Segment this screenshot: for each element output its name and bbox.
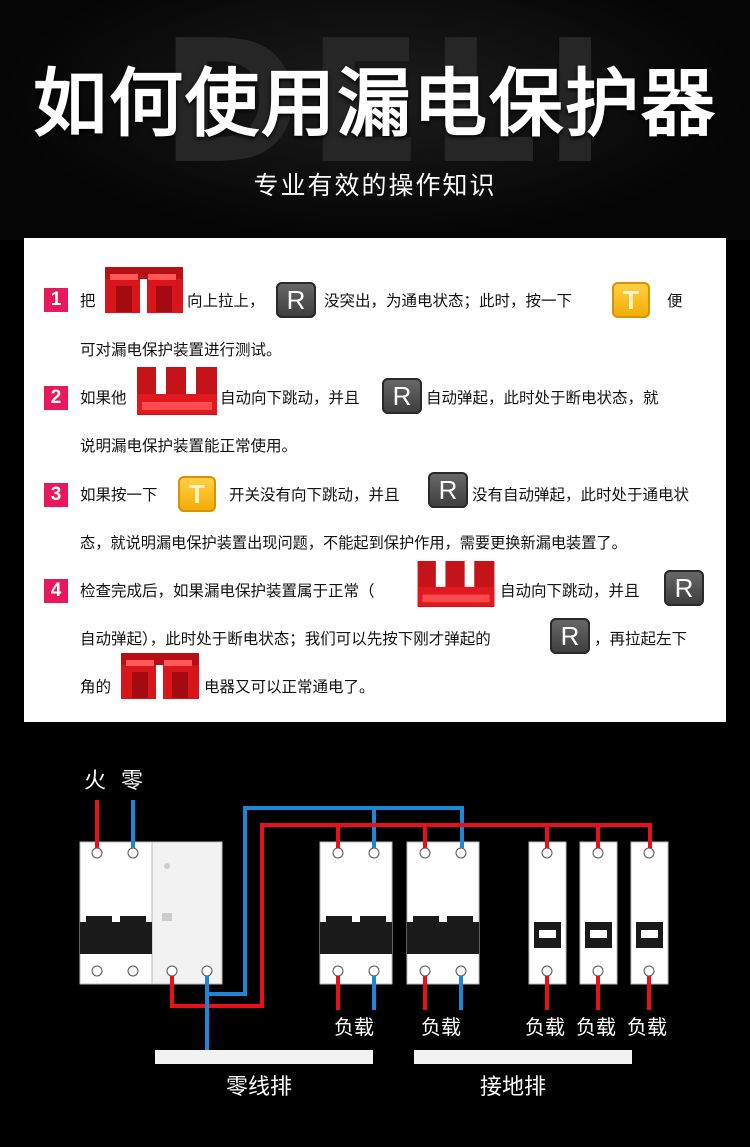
step-1-badge: 1 <box>44 288 68 312</box>
header-background <box>0 0 750 240</box>
ground-bar <box>414 1050 632 1064</box>
reset-r-icon: R <box>428 472 468 508</box>
test-t-icon: T <box>178 476 216 512</box>
step-1-text-b: 向上拉上， <box>187 292 265 310</box>
load-label-1: 负载 <box>334 1015 374 1039</box>
neutral-label: 零 <box>121 769 144 794</box>
test-t-icon: T <box>612 282 650 318</box>
load-label-5: 负载 <box>627 1015 667 1039</box>
single-pole-breaker-1 <box>528 841 567 985</box>
brand-watermark: DELIXI <box>160 18 600 188</box>
live-label: 火 <box>84 769 107 794</box>
single-pole-breaker-2 <box>579 841 618 985</box>
two-pole-breaker-2 <box>406 841 480 985</box>
step-4-text-line3b: 电器又可以正常通电了。 <box>204 678 375 696</box>
load-label-4: 负载 <box>576 1015 616 1039</box>
main-rcd-breaker <box>79 841 223 985</box>
step-1-text-a: 把 <box>80 292 96 310</box>
step-3-text-a: 如果按一下 <box>80 486 158 504</box>
instructions-panel: 1 把 向上拉上， R 没突出，为通电状态；此时，按一下 T 便 可对漏电保护装… <box>24 238 726 722</box>
load-label-3: 负载 <box>525 1015 565 1039</box>
breaker-down-icon <box>137 367 217 415</box>
step-2-badge: 2 <box>44 386 68 410</box>
page-title: 如何使用漏电保护器 <box>33 61 717 147</box>
wiring-diagram: 火 零 负载 负载 负载 负载 负载 零线排 接地排 <box>0 760 750 1147</box>
step-4-text-line2b: ，再拉起左下 <box>594 630 688 648</box>
breaker-up-icon <box>121 653 199 699</box>
reset-r-icon: R <box>664 570 704 606</box>
ground-bar-label: 接地排 <box>480 1075 547 1100</box>
step-4-text-b: 自动向下跳动，并且 <box>500 582 640 600</box>
reset-r-icon: R <box>382 378 422 414</box>
step-4-text-a: 检查完成后，如果漏电保护装置属于正常（ <box>80 582 375 600</box>
step-1-text-d: 便 <box>667 292 683 310</box>
wiring-diagram-drawing <box>79 800 669 1064</box>
step-3-text-c: 没有自动弹起，此时处于通电状 <box>472 486 690 504</box>
step-4-text-line3a: 角的 <box>80 678 112 696</box>
single-pole-breaker-3 <box>630 841 669 985</box>
reset-r-icon: R <box>276 282 316 318</box>
reset-r-icon: R <box>550 618 590 654</box>
neutral-bus-wire <box>205 806 464 996</box>
page-subtitle: 专业有效的操作知识 <box>253 171 497 200</box>
step-1-text-c: 没突出，为通电状态；此时，按一下 <box>324 292 573 310</box>
breaker-down-icon <box>417 560 495 608</box>
step-4-badge: 4 <box>44 579 68 603</box>
step-1-text-line2: 可对漏电保护装置进行测试。 <box>80 341 282 359</box>
step-3-text-line2: 态，就说明漏电保护装置出现问题，不能起到保护作用，需要更换新漏电装置了。 <box>80 534 627 552</box>
step-2-text-b: 自动向下跳动，并且 <box>220 389 360 407</box>
live-bus-wire <box>170 823 652 1008</box>
step-2-text-c: 自动弹起，此时处于断电状态，就 <box>426 389 659 407</box>
neutral-bar-label: 零线排 <box>226 1075 293 1100</box>
two-pole-breaker-1 <box>319 841 393 985</box>
step-2-text-a: 如果他 <box>80 389 127 407</box>
load-label-2: 负载 <box>421 1015 461 1039</box>
step-4-text-line2a: 自动弹起），此时处于断电状态；我们可以先按下刚才弹起的 <box>80 630 491 648</box>
neutral-bar <box>155 1050 373 1064</box>
step-3-badge: 3 <box>44 483 68 507</box>
step-3-text-b: 开关没有向下跳动，并且 <box>229 486 400 504</box>
breaker-up-icon <box>105 267 183 313</box>
step-2-text-line2: 说明漏电保护装置能正常使用。 <box>80 437 298 455</box>
